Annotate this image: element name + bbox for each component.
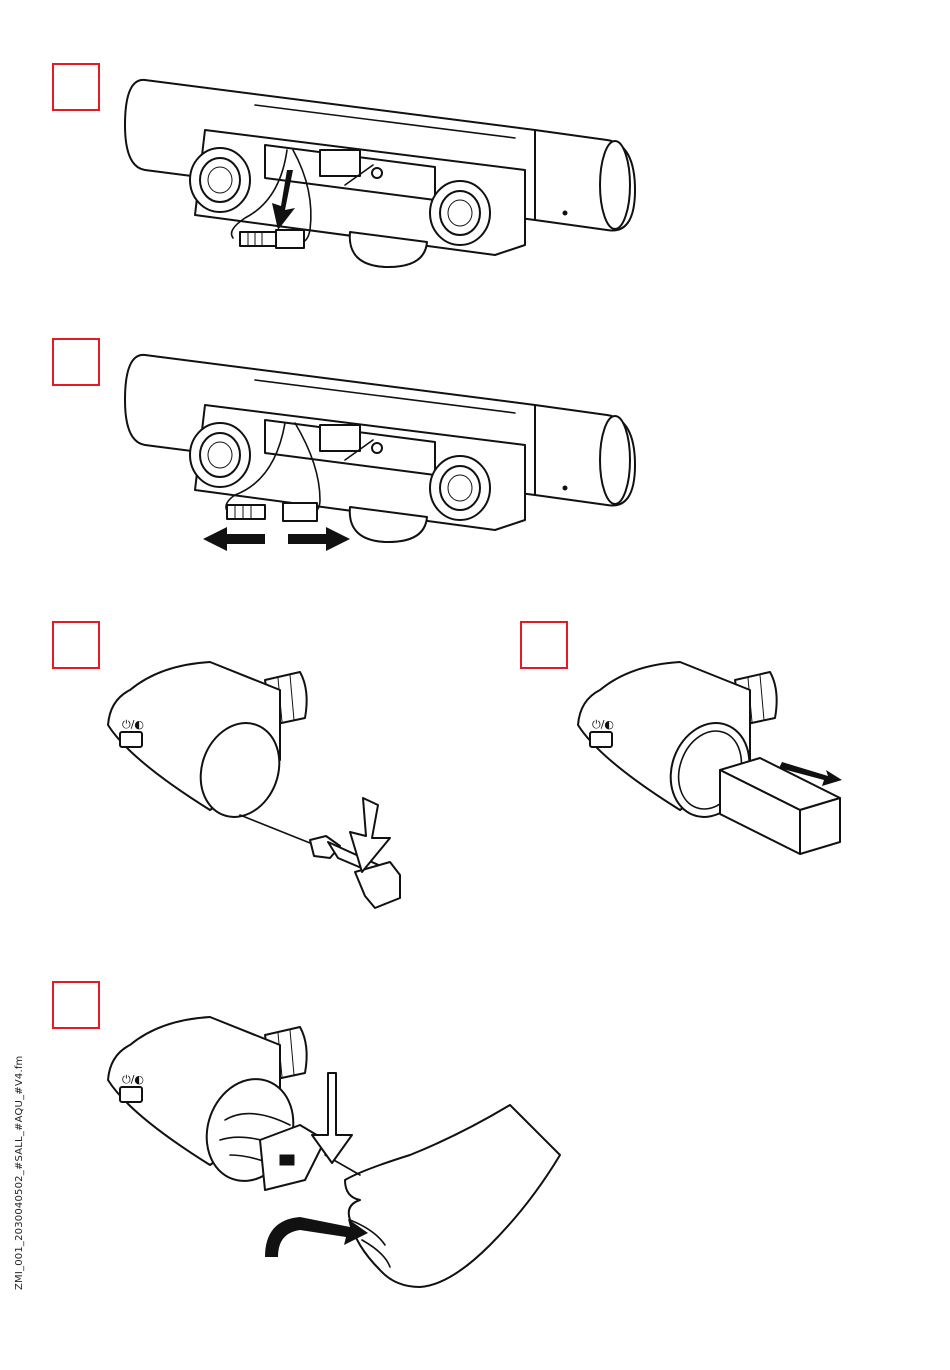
right-fitting-icon [430,456,490,520]
connector-plug-icon [240,230,304,248]
figure-step-5: ⏻/◐ [100,1005,570,1290]
right-fitting-icon [430,181,490,245]
step-1-marker-box [52,63,100,111]
step-2-marker-box [52,338,100,386]
sensor-symbol-icon: ⏻/◐ [122,718,144,731]
file-reference-label: ZMI_001_2030040502_#SALL_#AQU_#V4.fm [14,1056,25,1291]
step-3-marker-box [52,621,100,669]
sensor-symbol-icon: ⏻/◐ [592,718,614,731]
hand-icon [345,1105,560,1287]
left-fitting-icon [190,148,250,212]
step-5-marker-box [52,981,100,1029]
sensor-symbol-icon: ⏻/◐ [122,1073,144,1086]
battery-block-icon [720,758,840,854]
figure-step-4: ⏻/◐ [570,650,860,870]
connector-plug-right-icon [283,503,317,521]
curved-arrow-icon [265,1217,368,1257]
left-fitting-icon [190,423,250,487]
arrow-right-icon [288,527,350,551]
figure-step-3: ⏻/◐ [100,650,420,920]
step-4-marker-box [520,621,568,669]
figure-step-1 [115,70,645,280]
arrow-left-icon [203,527,265,551]
figure-step-2 [115,345,645,560]
connector-plug-left-icon [227,505,265,519]
